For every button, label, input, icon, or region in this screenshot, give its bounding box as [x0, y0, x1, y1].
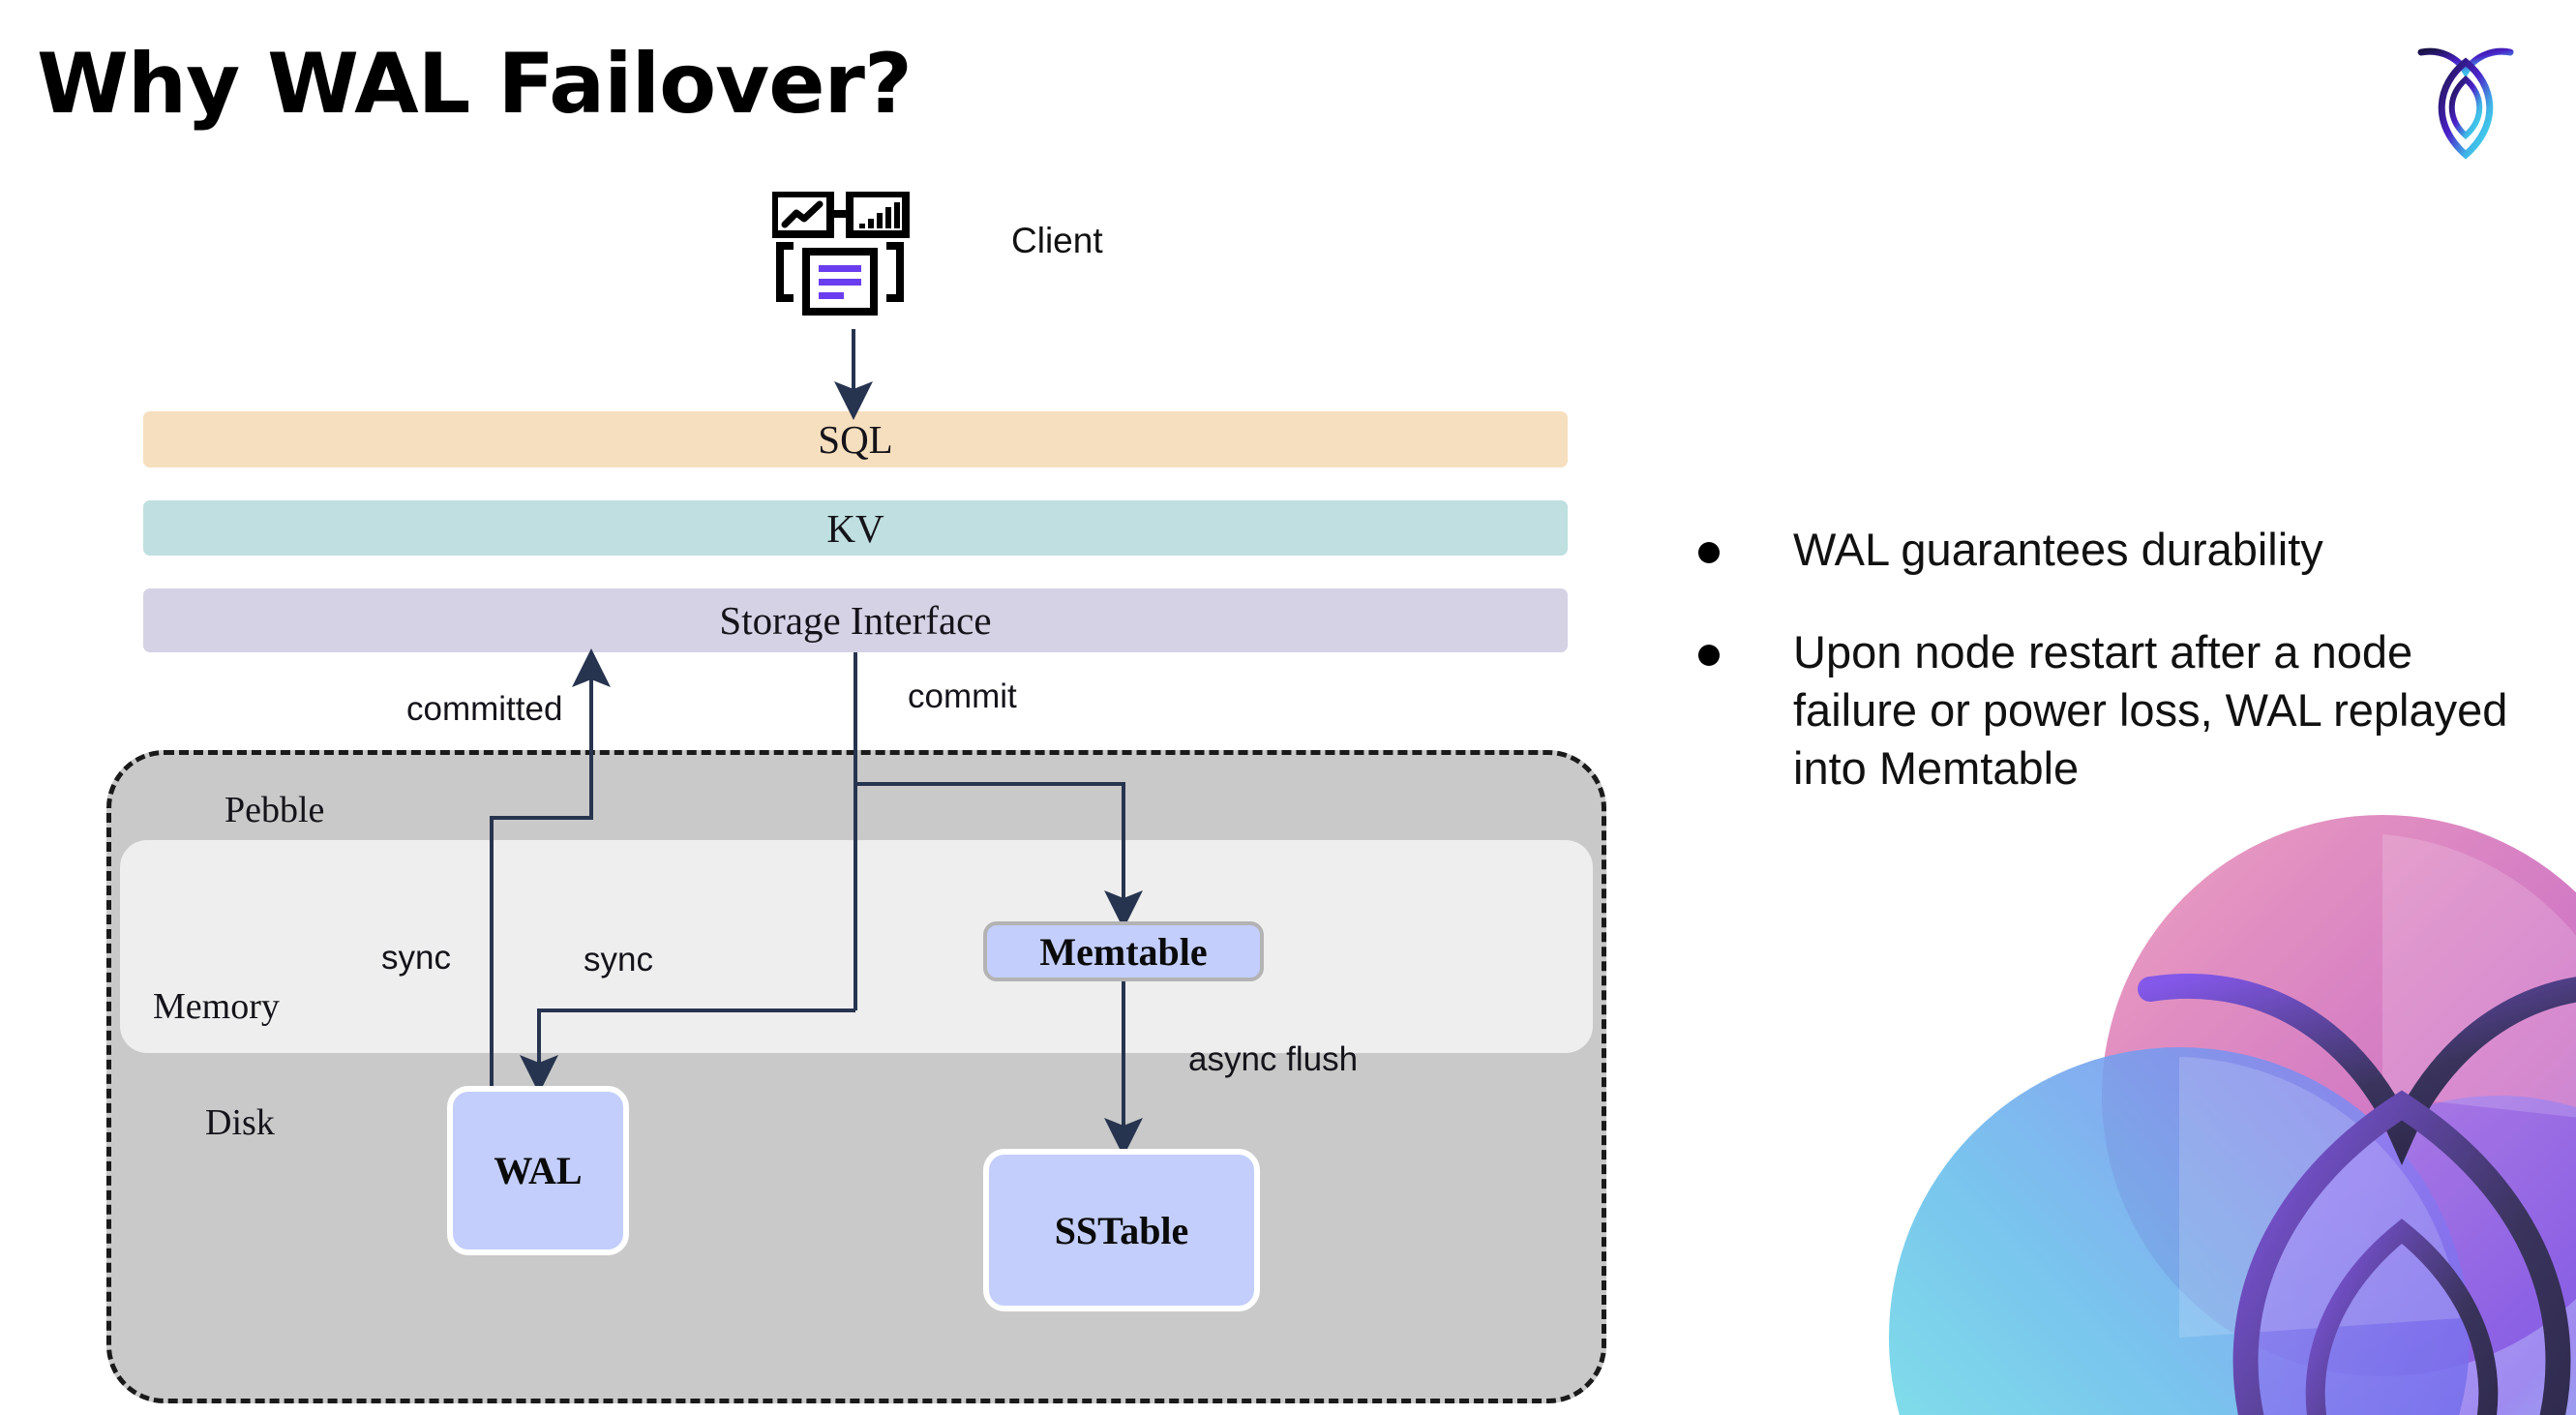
- cockroach-logo: [2408, 35, 2524, 161]
- layer-bar-storage-interface-label: Storage Interface: [719, 598, 992, 643]
- edge-sync-to-wal: [520, 1009, 855, 1094]
- node-sstable-label: SSTable: [1054, 1208, 1189, 1252]
- edge-label-sync-right: sync: [584, 941, 653, 978]
- bullet-dot-icon: [1698, 645, 1720, 667]
- decorative-gradient-circles: [1860, 815, 2576, 1415]
- bullet-text: Upon node restart after a node failure o…: [1793, 626, 2508, 795]
- layer-bar-kv-label: KV: [826, 505, 884, 551]
- node-wal-label: WAL: [494, 1149, 583, 1192]
- node-wal[interactable]: WAL: [447, 1086, 629, 1255]
- bullet-dot-icon: [1698, 542, 1720, 563]
- client-label: Client: [1011, 221, 1103, 260]
- edge-label-async-flush: async flush: [1188, 1040, 1359, 1078]
- disk-label: Disk: [205, 1102, 275, 1143]
- page-title: Why WAL Failover?: [37, 36, 913, 133]
- node-sstable[interactable]: SSTable: [983, 1149, 1260, 1311]
- client-dashboard-icon: [770, 190, 927, 332]
- bullet-text: WAL guarantees durability: [1793, 524, 2323, 575]
- edge-label-sync-left: sync: [381, 939, 451, 977]
- architecture-diagram: SQL KV Storage Interface Pebble Memory D…: [106, 190, 1606, 1403]
- layer-bar-storage-interface[interactable]: Storage Interface: [143, 588, 1568, 652]
- pebble-label: Pebble: [225, 790, 325, 830]
- edge-committed-to-storage: [490, 648, 611, 1086]
- bullet-list: WAL guarantees durability Upon node rest…: [1698, 521, 2511, 843]
- node-memtable[interactable]: Memtable: [983, 921, 1264, 981]
- diagram-connectors: [490, 329, 1143, 1157]
- edge-label-commit: commit: [908, 677, 1017, 715]
- layer-bar-sql[interactable]: SQL: [143, 411, 1568, 467]
- edge-label-committed: committed: [406, 690, 563, 728]
- memory-label: Memory: [153, 986, 280, 1027]
- layer-bar-kv[interactable]: KV: [143, 500, 1568, 556]
- node-memtable-label: Memtable: [1039, 929, 1208, 974]
- list-item: WAL guarantees durability: [1698, 521, 2511, 579]
- edge-commit-to-memtable: [855, 782, 1143, 929]
- list-item: Upon node restart after a node failure o…: [1698, 623, 2511, 798]
- layer-bar-sql-label: SQL: [818, 417, 893, 462]
